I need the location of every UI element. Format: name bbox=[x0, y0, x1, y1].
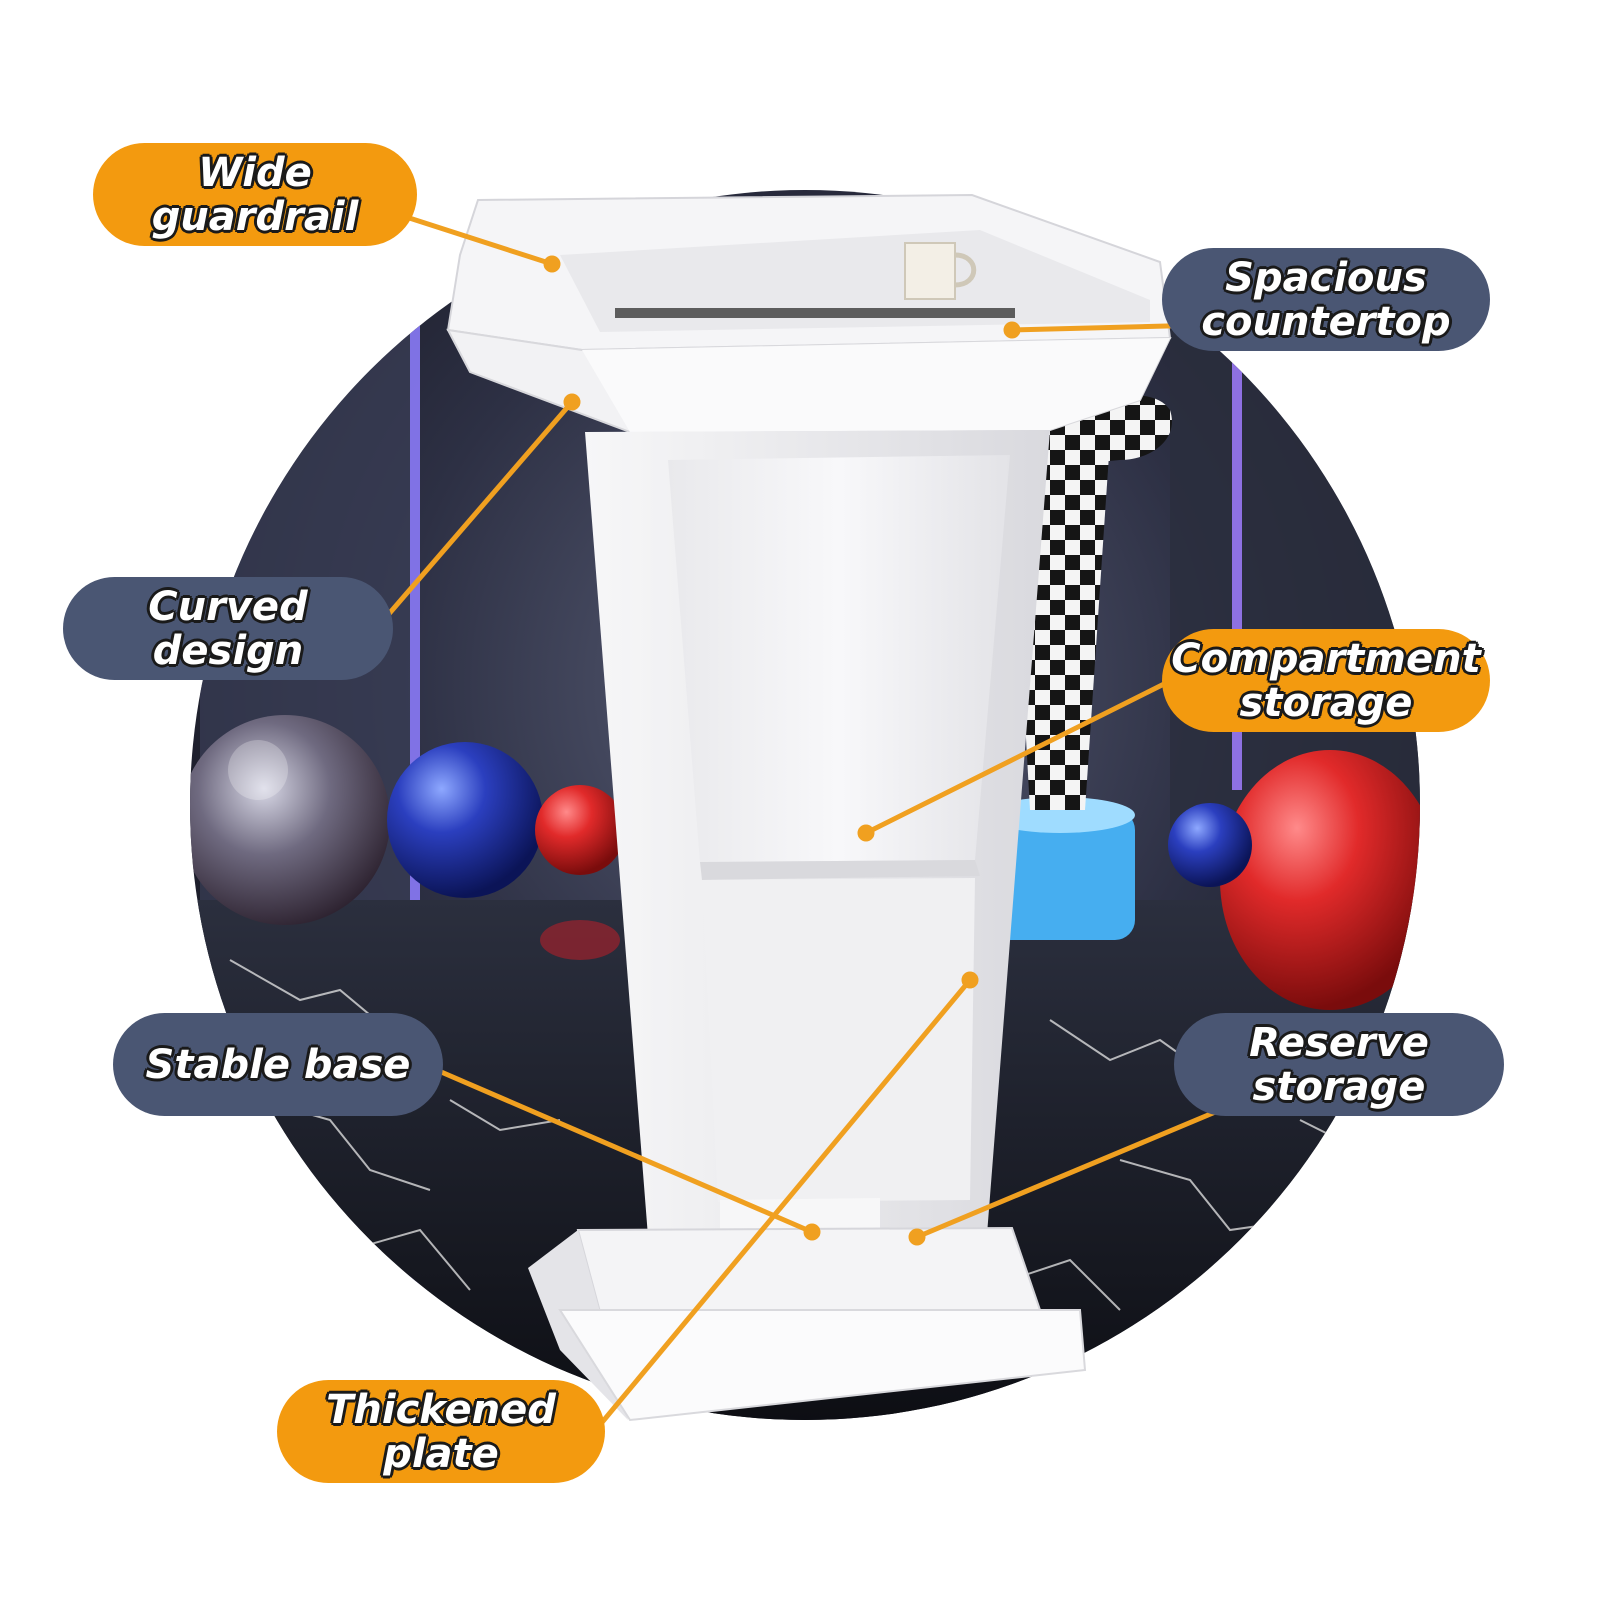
stable-base-label: Stable base bbox=[145, 1041, 411, 1088]
podium bbox=[446, 193, 1172, 1422]
callout-curved-design: Curved design bbox=[63, 577, 393, 680]
leader-lines bbox=[373, 212, 1233, 1434]
callout-stable-base: Stable base bbox=[113, 1013, 443, 1116]
curved-design-label: Curved design bbox=[148, 583, 308, 674]
